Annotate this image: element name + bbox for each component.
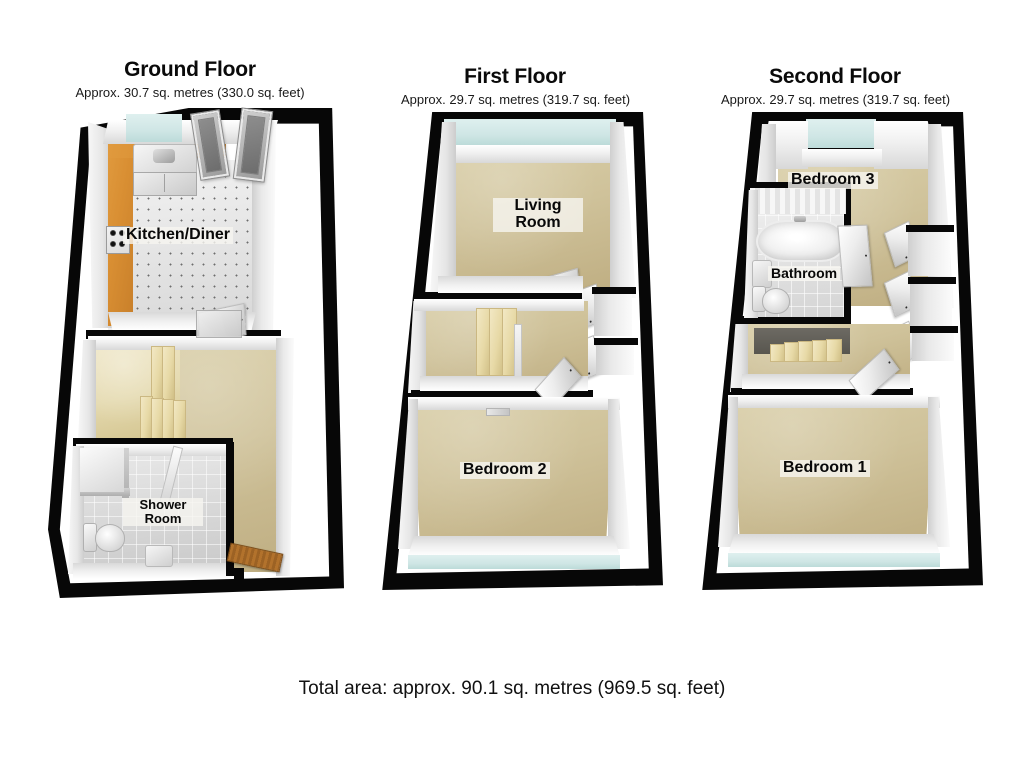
stair-step	[173, 400, 186, 440]
first-stair-recess-wall-2	[594, 338, 638, 345]
bedroom3-wall-top-right	[874, 121, 938, 169]
landing-wall-left	[408, 301, 426, 393]
second-floor-plan: Bedroom 3 Bathroom Bedroom 1	[698, 112, 983, 590]
room-label-bedroom-3: Bedroom 3	[788, 171, 878, 189]
living-wall-top	[440, 145, 622, 163]
bathroom-wash-basin	[145, 545, 173, 567]
first-wall-landing-bed2	[411, 390, 593, 399]
ground-floor-title: Ground Floor	[124, 58, 256, 81]
bedroom2-wall-top	[408, 397, 620, 410]
living-wall-bottom-face	[438, 276, 583, 293]
first-wall-living-landing	[414, 292, 582, 301]
second-recess-face-3	[912, 333, 954, 361]
second-recess-face-2	[910, 284, 952, 326]
shower-cubicle-wall-h	[80, 488, 130, 496]
room-label-living-room: Living Room	[493, 197, 583, 232]
second-recess-wall-3	[910, 326, 958, 333]
room-label-bedroom-2: Bedroom 2	[460, 461, 550, 479]
second-wall-landing-bed1	[731, 388, 913, 397]
ground-wall-kitchen-hall	[86, 330, 281, 339]
toilet-bowl	[95, 524, 125, 552]
hall-wall-left	[78, 340, 96, 440]
stair-step	[162, 346, 175, 400]
bath-taps	[794, 216, 806, 222]
ground-wall-shower-right	[226, 442, 234, 576]
bedroom3-window	[806, 119, 876, 149]
second-floor-subtitle: Approx. 29.7 sq. metres (319.7 sq. feet)	[720, 92, 951, 107]
shower-cubicle-wall-v	[122, 448, 129, 498]
room-label-bedroom-1: Bedroom 1	[780, 459, 870, 477]
kitchen-window	[126, 114, 182, 142]
bedroom1-wall-bottom	[728, 534, 940, 554]
hall-wall-right	[276, 338, 294, 576]
first-floor-plan: Living Room Bedroom 2	[378, 112, 663, 590]
hall-wall-top	[88, 336, 284, 350]
bedroom2-wall-bottom	[408, 536, 620, 556]
stair-step	[826, 339, 842, 362]
bathroom-wall-bottom	[738, 316, 851, 324]
bedroom2-window	[408, 555, 620, 569]
bath-tub	[756, 220, 846, 262]
room-label-kitchen-diner: Kitchen/Diner	[123, 226, 234, 244]
living-room-label-line1: Living	[514, 197, 562, 214]
second-recess-face-1	[908, 232, 950, 276]
second-recess-wall-2	[908, 277, 956, 284]
bathroom-door[interactable]	[837, 224, 873, 288]
first-stair-recess-wall-1	[592, 287, 636, 294]
shower-room-label-line2: Room	[144, 510, 182, 526]
first-recess-face-1	[594, 294, 632, 336]
bedroom3-wall-top-mid	[802, 149, 882, 167]
second-recess-wall-1	[906, 225, 954, 232]
shower-room-label-line1: Shower	[139, 497, 187, 512]
kitchen-base-cabinets	[133, 172, 197, 196]
first-floor-title: First Floor	[464, 65, 566, 88]
bathroom-wall-top-face	[750, 188, 846, 214]
total-area-text: Total area: approx. 90.1 sq. metres (969…	[298, 678, 726, 699]
cabinet-divider	[164, 174, 165, 192]
shower-tray	[80, 448, 124, 492]
ground-floor-subtitle: Approx. 30.7 sq. metres (330.0 sq. feet)	[75, 85, 305, 100]
shower-wall-bottom	[73, 563, 233, 579]
landing-balustrade	[514, 324, 522, 380]
ground-floor-plan: Kitchen/Diner Shower Room	[48, 107, 344, 598]
bedroom2-radiator	[486, 408, 510, 416]
ground-wall-hall-shower	[73, 438, 233, 446]
living-room-window	[444, 119, 616, 145]
living-room-label-line2: Room	[515, 213, 561, 231]
room-label-shower-room: Shower Room	[123, 498, 203, 526]
bathroom-toilet-bowl	[762, 288, 790, 314]
second-floor-title: Second Floor	[769, 65, 901, 88]
front-door-threshold	[234, 568, 244, 582]
first-floor-subtitle: Approx. 29.7 sq. metres (319.7 sq. feet)	[400, 92, 631, 107]
room-label-bathroom: Bathroom	[768, 266, 841, 281]
first-recess-face-2	[596, 345, 634, 375]
hall-radiator	[196, 310, 242, 338]
kitchen-sink-basin	[153, 149, 175, 163]
landing-wall-top-face	[414, 299, 584, 311]
bedroom1-wall-top	[728, 395, 940, 408]
bedroom1-window	[728, 553, 940, 567]
